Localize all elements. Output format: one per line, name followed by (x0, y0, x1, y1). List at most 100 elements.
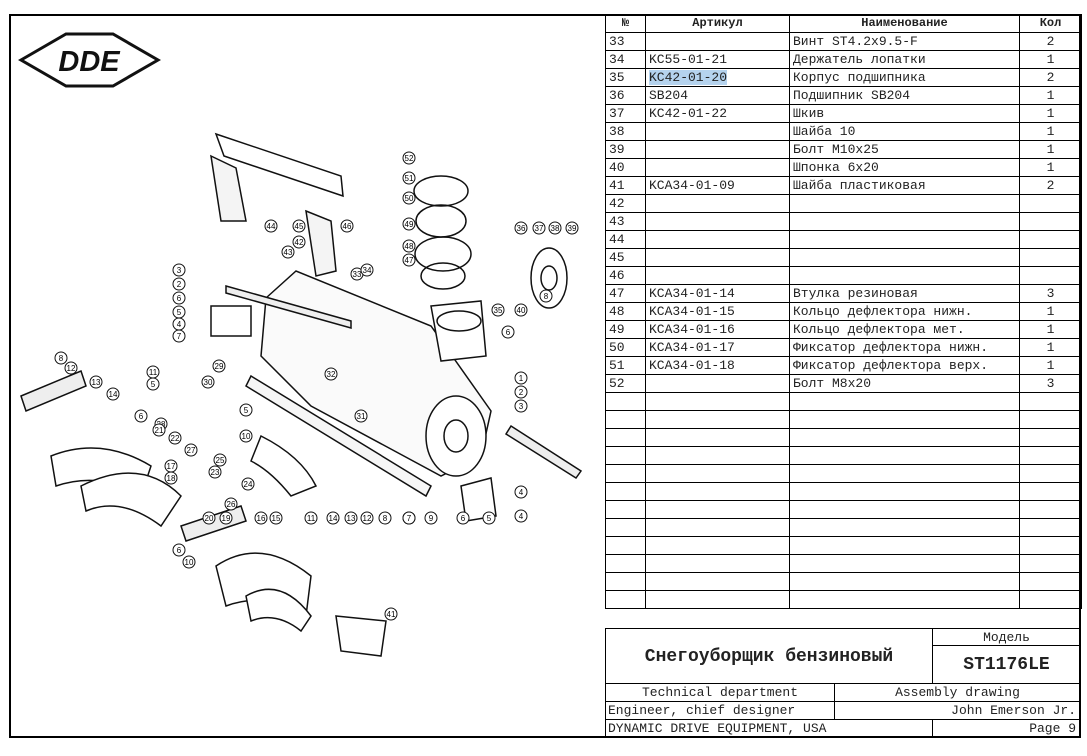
cell-qty: 1 (1019, 158, 1082, 177)
callout-41: 21 (152, 423, 166, 437)
cell-qty: 1 (1019, 104, 1082, 123)
callout-19: 36 (514, 221, 528, 235)
cell-num (605, 572, 646, 591)
callout-36: 5 (146, 377, 160, 391)
cell-article (645, 194, 790, 213)
cell-num: 44 (605, 230, 646, 249)
callout-number: 10 (242, 432, 251, 441)
cell-article (645, 482, 790, 501)
callout-58: 11 (304, 511, 318, 525)
callout-number: 13 (92, 378, 101, 387)
cell-article: KC55-01-21 (645, 50, 790, 69)
callout-number: 20 (205, 514, 214, 523)
callout-11: 3 (172, 263, 186, 277)
header-name: Наименование (789, 14, 1020, 33)
callout-number: 38 (551, 224, 560, 233)
cell-qty (1019, 212, 1082, 231)
callout-52: 18 (164, 471, 178, 485)
cell-article: KCA34-01-09 (645, 176, 790, 195)
cell-qty (1019, 500, 1082, 519)
cell-name (789, 590, 1020, 609)
callout-number: 5 (244, 406, 249, 415)
cell-num (605, 446, 646, 465)
cell-num (605, 392, 646, 411)
cell-num (605, 500, 646, 519)
callout-number: 34 (363, 266, 372, 275)
table-row (605, 410, 1082, 429)
callout-31: 8 (54, 351, 68, 365)
callout-number: 47 (405, 256, 414, 265)
callout-61: 12 (360, 511, 374, 525)
cell-num: 40 (605, 158, 646, 177)
callout-number: 14 (109, 390, 118, 399)
cell-name: Болт М8х20 (789, 374, 1020, 393)
callout-1: 51 (402, 171, 416, 185)
cell-qty: 1 (1019, 86, 1082, 105)
cell-article: KCA34-01-15 (645, 302, 790, 321)
table-row (605, 482, 1082, 501)
callout-56: 16 (254, 511, 268, 525)
cell-num: 43 (605, 212, 646, 231)
callout-59: 14 (326, 511, 340, 525)
callout-number: 4 (519, 488, 524, 497)
callout-number: 1 (519, 374, 524, 383)
cell-name: Болт М10х25 (789, 140, 1020, 159)
cell-name: Фиксатор дефлектора верх. (789, 356, 1020, 375)
cell-name (789, 554, 1020, 573)
cell-article (645, 518, 790, 537)
cell-qty: 3 (1019, 374, 1082, 393)
callout-number: 46 (343, 222, 352, 231)
cell-num: 48 (605, 302, 646, 321)
callout-number: 8 (59, 354, 64, 363)
callout-62: 8 (378, 511, 392, 525)
cell-num: 42 (605, 194, 646, 213)
callout-34: 14 (106, 387, 120, 401)
callout-57: 15 (269, 511, 283, 525)
cell-qty (1019, 482, 1082, 501)
table-row (605, 518, 1082, 537)
callout-number: 5 (177, 308, 182, 317)
logo-text: DDE (58, 46, 121, 78)
table-row: 45 (605, 248, 1082, 267)
table-row: 42 (605, 194, 1082, 213)
cell-name (789, 446, 1020, 465)
callout-number: 29 (215, 362, 224, 371)
cell-article: KC42-01-22 (645, 104, 790, 123)
callout-28: 3 (514, 399, 528, 413)
callout-22: 39 (565, 221, 579, 235)
cell-name (789, 248, 1020, 267)
table-row (605, 464, 1082, 483)
table-row (605, 572, 1082, 591)
callout-number: 11 (307, 514, 316, 523)
cell-num (605, 590, 646, 609)
callout-42: 22 (168, 431, 182, 445)
table-row: 43 (605, 212, 1082, 231)
callout-32: 12 (64, 361, 78, 375)
cell-name (789, 410, 1020, 429)
callout-33: 13 (89, 375, 103, 389)
callout-number: 3 (519, 402, 524, 411)
callout-number: 6 (506, 328, 511, 337)
cell-name: Шпонка 6х20 (789, 158, 1020, 177)
callout-38: 30 (201, 375, 215, 389)
callout-39: 6 (134, 409, 148, 423)
callout-25: 6 (501, 325, 515, 339)
table-row: 44 (605, 230, 1082, 249)
table-row (605, 500, 1082, 519)
highlighted-article[interactable]: KC42-01-20 (649, 70, 728, 85)
cell-article (645, 410, 790, 429)
callout-64: 6 (172, 543, 186, 557)
callout-71: 8 (539, 289, 553, 303)
table-row (605, 590, 1082, 609)
table-row (605, 554, 1082, 573)
callout-49: 4 (514, 485, 528, 499)
cell-num: 46 (605, 266, 646, 285)
callout-45: 23 (208, 465, 222, 479)
